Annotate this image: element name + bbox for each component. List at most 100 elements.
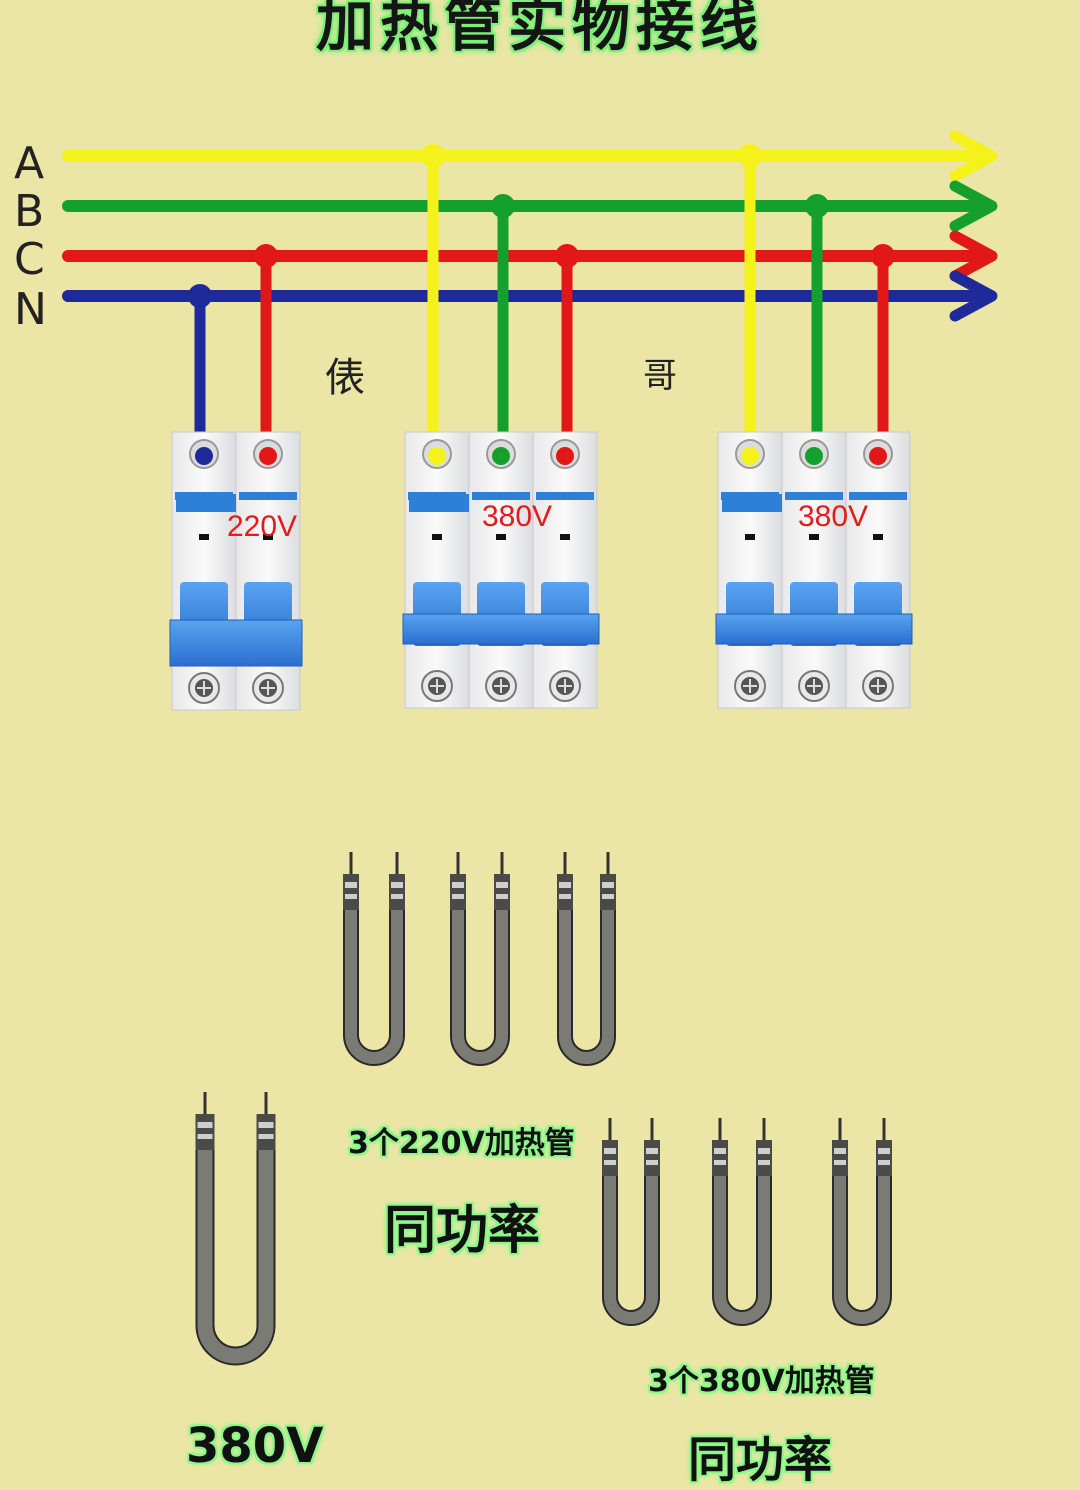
- breaker-1-voltage: 220V: [227, 510, 298, 543]
- wire-end: [195, 447, 213, 465]
- phase-label-b: B: [14, 186, 45, 237]
- brand-badge: [722, 494, 782, 512]
- page-title: 加热管实物接线: [315, 0, 764, 59]
- breaker-220v: [169, 431, 303, 711]
- tube-terminal-washer: [834, 1160, 846, 1165]
- tube-terminal-nut: [557, 874, 573, 910]
- brand-badge: [176, 494, 236, 512]
- label-strip: [536, 492, 594, 500]
- breaker-pole-body: [468, 431, 534, 709]
- tube-terminal-nut: [832, 1140, 848, 1176]
- tube-terminal-washer: [714, 1148, 726, 1154]
- junction-dot-6: [738, 144, 762, 168]
- breaker-pole-body: [235, 431, 301, 711]
- indicator-slot: [432, 534, 442, 540]
- tube-body: [559, 910, 614, 1064]
- breaker-pole-body: [404, 431, 470, 709]
- tube-terminal-washer: [878, 1148, 890, 1154]
- handle-tie-bar: [715, 613, 913, 645]
- breaker-pole-body: [532, 431, 598, 709]
- heater-tube-220v-3: [557, 852, 616, 1066]
- wire-end: [805, 447, 823, 465]
- watermark-left: 俵: [325, 355, 365, 401]
- heater-tube-380v-1: [602, 1118, 660, 1326]
- tube-terminal-washer: [878, 1160, 890, 1165]
- tube-terminal-nut: [343, 874, 359, 910]
- tube-terminal-washer: [452, 894, 464, 899]
- indicator-slot: [745, 534, 755, 540]
- tube-terminal-nut: [256, 1114, 276, 1150]
- indicator-slot: [873, 534, 883, 540]
- tube-outline: [195, 1150, 276, 1366]
- breaker-pole-body: [171, 431, 237, 711]
- tube-outline: [832, 1176, 892, 1326]
- tube-terminal-washer: [646, 1148, 658, 1154]
- breaker-pole-body: [781, 431, 847, 709]
- tube-body: [714, 1176, 770, 1324]
- indicator-slot: [199, 534, 209, 540]
- tube-terminal-nut: [450, 874, 466, 910]
- breaker-380v-1: [402, 431, 600, 709]
- tube-terminal-washer: [258, 1122, 274, 1128]
- tube-terminal-washer: [345, 882, 357, 888]
- wire-end: [741, 447, 759, 465]
- tube-terminal-washer: [258, 1134, 274, 1139]
- tube-terminal-washer: [604, 1160, 616, 1165]
- tube-terminal-washer: [559, 894, 571, 899]
- tube-terminal-washer: [602, 882, 614, 888]
- handle-tie-bar: [402, 613, 600, 645]
- breaker-2-voltage: 380V: [482, 500, 553, 533]
- tube-terminal-washer: [602, 894, 614, 899]
- heater-tubes: [195, 852, 892, 1366]
- tube-terminal-washer: [714, 1160, 726, 1165]
- tube-body: [604, 1176, 658, 1324]
- junction-dot-8: [871, 244, 895, 268]
- brand-badge: [409, 494, 469, 512]
- wire-end: [869, 447, 887, 465]
- junction-dot-4: [491, 194, 515, 218]
- heater-tube-220v-2: [450, 852, 510, 1066]
- phase-label-c: C: [14, 234, 45, 285]
- tube-outline: [712, 1176, 772, 1326]
- indicator-slot: [809, 534, 819, 540]
- caption-same-power-2: 同功率: [688, 1432, 833, 1488]
- indicator-slot: [496, 534, 506, 540]
- label-strip: [239, 492, 297, 500]
- wire-end: [492, 447, 510, 465]
- tube-outline: [343, 910, 405, 1066]
- tube-outline: [602, 1176, 660, 1326]
- breaker-pole-body: [717, 431, 783, 709]
- handle-tie-bar: [169, 619, 303, 667]
- junction-dot-5: [555, 244, 579, 268]
- label-strip: [472, 492, 530, 500]
- tube-terminal-washer: [345, 894, 357, 899]
- tube-terminal-washer: [391, 894, 403, 899]
- breakers: [169, 431, 913, 711]
- caption-220v-tubes: 3个220V加热管: [348, 1126, 575, 1161]
- caption-same-power-1: 同功率: [384, 1201, 541, 1261]
- tube-terminal-nut: [712, 1140, 728, 1176]
- tube-terminal-washer: [758, 1148, 770, 1154]
- label-strip: [785, 492, 843, 500]
- busbar-arrow-n: [949, 270, 998, 322]
- caption-380v-tubes: 3个380V加热管: [648, 1364, 875, 1399]
- tube-terminal-washer: [559, 882, 571, 888]
- watermark-right: 哥: [643, 356, 677, 396]
- junction-dot-7: [805, 194, 829, 218]
- heater-tube-380v-single: [195, 1092, 276, 1366]
- indicator-slot: [263, 534, 273, 540]
- tube-body: [834, 1176, 890, 1324]
- busbars: [62, 130, 998, 322]
- busbar-arrow-c: [949, 230, 998, 282]
- label-strip: [849, 492, 907, 500]
- wire-end: [428, 447, 446, 465]
- busbar-arrow-b: [949, 180, 998, 232]
- tube-terminal-washer: [452, 882, 464, 888]
- tube-terminal-nut: [756, 1140, 772, 1176]
- tube-terminal-nut: [494, 874, 510, 910]
- heater-tube-380v-2: [712, 1118, 772, 1326]
- drop-wires: [188, 144, 895, 456]
- tube-terminal-nut: [602, 1140, 618, 1176]
- tube-terminal-washer: [646, 1160, 658, 1165]
- breaker-pole-body: [845, 431, 911, 709]
